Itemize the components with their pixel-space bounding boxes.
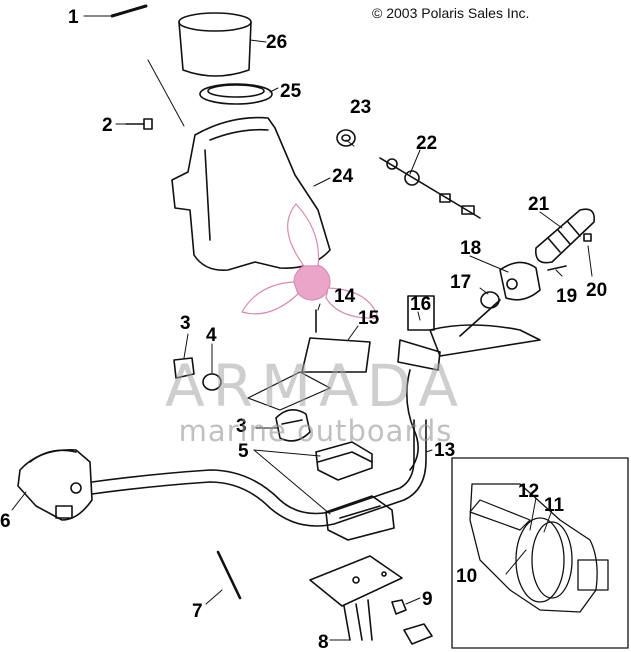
part-16-lever xyxy=(397,295,541,471)
part-4-washer xyxy=(202,373,222,391)
callout-13: 13 xyxy=(434,440,455,461)
part-18-housing xyxy=(499,261,541,301)
part-5-clamp-upper xyxy=(315,441,373,481)
copyright-notice: © 2003 Polaris Sales Inc. xyxy=(372,5,530,21)
callout-17: 17 xyxy=(450,272,471,293)
callout-6: 6 xyxy=(0,511,11,532)
part-9-nut xyxy=(391,599,407,615)
callout-16: 16 xyxy=(410,294,431,315)
callout-24: 24 xyxy=(332,166,354,187)
part-2-screw xyxy=(125,118,153,130)
callout-labels: 1 2 3 3 4 5 6 7 8 9 10 11 12 13 14 15 16… xyxy=(0,7,607,652)
callout-20: 20 xyxy=(586,280,607,301)
part-8-bolts xyxy=(343,599,433,645)
callout-21: 21 xyxy=(528,194,550,215)
callout-22: 22 xyxy=(416,133,437,154)
callout-11: 11 xyxy=(544,495,565,516)
detail-inset xyxy=(451,457,629,649)
callout-3-lower: 3 xyxy=(236,416,247,437)
part-7-tie xyxy=(216,550,242,600)
callout-15: 15 xyxy=(358,308,380,329)
part-13-handlebar xyxy=(91,419,427,527)
callout-12: 12 xyxy=(518,481,539,502)
part-15-bracket xyxy=(301,337,371,373)
callout-3-upper: 3 xyxy=(180,313,191,334)
part-19-screw xyxy=(547,265,567,271)
callout-14: 14 xyxy=(334,286,356,307)
callout-4: 4 xyxy=(206,325,217,346)
callout-7: 7 xyxy=(192,601,203,622)
part-3-clip-upper xyxy=(173,357,195,379)
callout-26: 26 xyxy=(266,32,287,53)
part-22-shaft xyxy=(379,157,481,219)
callout-18: 18 xyxy=(460,238,481,259)
part-5-clamp-lower xyxy=(325,495,395,541)
part-20-screw xyxy=(583,233,592,242)
part-6-switch xyxy=(17,449,93,521)
callout-1: 1 xyxy=(68,7,79,28)
callout-9: 9 xyxy=(422,589,433,610)
part-23-washer xyxy=(336,129,356,147)
leader-lines xyxy=(11,15,593,641)
part-17-collar xyxy=(480,291,500,309)
part-21-grip xyxy=(535,208,596,264)
callout-2: 2 xyxy=(102,115,113,136)
callout-8: 8 xyxy=(318,632,329,652)
callout-10: 10 xyxy=(456,566,477,587)
part-1-tie xyxy=(110,4,148,18)
part-25-ring xyxy=(199,83,273,105)
part-26-sleeve xyxy=(178,12,252,77)
callout-23: 23 xyxy=(350,97,371,118)
part-3-clip-lower xyxy=(275,409,311,442)
callout-5: 5 xyxy=(238,441,249,462)
callout-19: 19 xyxy=(556,286,577,307)
mount-plate xyxy=(309,555,403,607)
callout-25: 25 xyxy=(280,81,302,102)
propeller-logo-icon xyxy=(241,203,379,319)
